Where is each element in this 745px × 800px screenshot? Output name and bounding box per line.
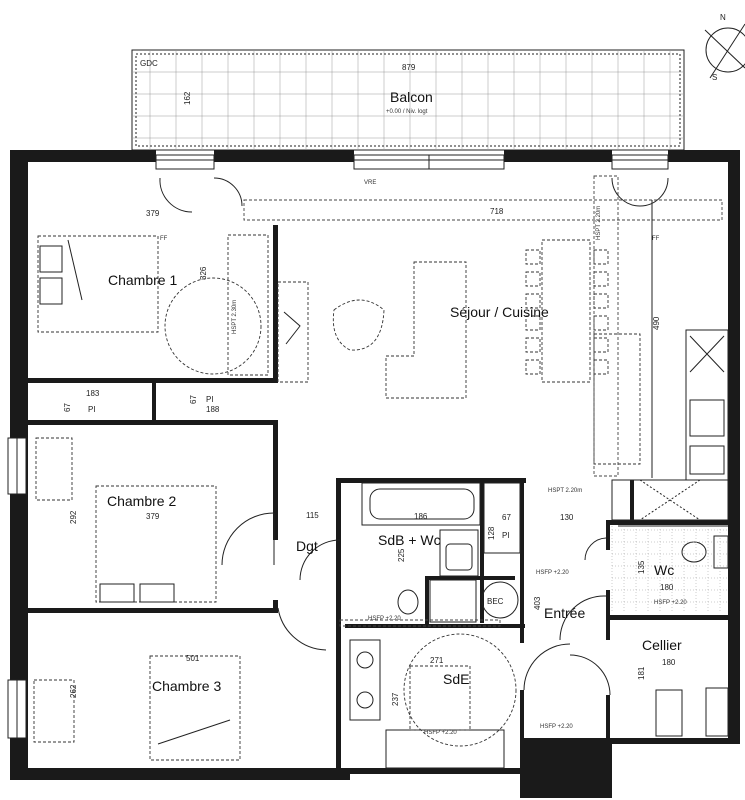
cellier-width-dim: 180 — [662, 658, 676, 667]
hspf-cellier: HSFP +2.20 — [540, 724, 573, 730]
hspf-wc: HSFP +2.20 — [654, 600, 687, 606]
chair — [593, 271, 609, 287]
chair — [525, 293, 541, 309]
window-kitchen — [611, 154, 669, 170]
chair — [593, 359, 609, 375]
chambre2-label: Chambre 2 — [107, 493, 176, 509]
ff-label-2: FF — [652, 236, 660, 242]
wc-width-dim: 180 — [660, 583, 674, 592]
doors — [159, 177, 669, 696]
hspf-sde: HSFP +2.20 — [424, 730, 457, 736]
kitchen-counter — [593, 329, 729, 481]
outer-walls — [10, 150, 740, 798]
bed-ch2 — [35, 437, 217, 603]
ch3-width-dim: 501 — [186, 654, 200, 663]
gdc-label: GDC — [140, 59, 158, 68]
chair — [593, 293, 609, 309]
ch3-height-dim: 262 — [69, 684, 78, 698]
rug-sejour — [277, 281, 309, 383]
cellier-label: Cellier — [642, 637, 682, 653]
ff-label-1: FF — [160, 236, 168, 242]
chair — [525, 359, 541, 375]
pi1-width-dim: 183 — [86, 389, 100, 398]
sdb-wc-label: SdB + Wc — [378, 532, 441, 548]
hspt-ch1: HSPT 2.30m — [232, 300, 238, 334]
vre-label: VRE — [364, 180, 376, 186]
compass-n: N — [720, 13, 726, 22]
pi3-label: PI — [502, 531, 510, 540]
chambre1-label: Chambre 1 — [108, 272, 177, 288]
window-ch2 — [7, 437, 27, 495]
ch1-height-dim: 326 — [199, 266, 208, 280]
chair — [525, 315, 541, 331]
chair — [525, 337, 541, 353]
sdb-height-dim: 225 — [397, 548, 406, 562]
cellier-fixtures — [655, 687, 729, 737]
chair — [593, 337, 609, 353]
balcon-level: +0.00 / Niv. logt — [386, 109, 428, 115]
sofa — [332, 261, 467, 399]
balcon-area — [131, 49, 685, 151]
sejour-height-dim: 490 — [652, 316, 661, 330]
chair — [593, 249, 609, 265]
wc-height-dim: 135 — [637, 560, 646, 574]
bathtub — [361, 482, 481, 526]
pi1-label: PI — [88, 405, 96, 414]
entree-width-dim: 130 — [560, 513, 574, 522]
bed-ch3 — [33, 655, 241, 761]
sde-fixtures — [349, 633, 517, 769]
bec-label: BEC — [487, 597, 504, 606]
sde-height-dim: 237 — [391, 692, 400, 706]
window-ch1 — [155, 154, 215, 170]
sejour-label: Séjour / Cuisine — [450, 304, 549, 320]
pi1-height-dim: 67 — [63, 403, 72, 412]
hspt-entree: HSPT 2.20m — [548, 488, 582, 494]
chair — [525, 271, 541, 287]
pi3-height-dim: 128 — [487, 526, 496, 540]
balcon-width-dim: 879 — [402, 63, 416, 72]
entree-label: Entrée — [544, 605, 585, 621]
wc-label: Wc — [654, 562, 674, 578]
chambre3-label: Chambre 3 — [152, 678, 221, 694]
balcon-label: Balcon — [390, 89, 433, 105]
dining-table — [525, 239, 609, 383]
dgt-label: Dgt — [296, 538, 318, 554]
pi3-width-dim: 67 — [502, 513, 511, 522]
pi2-height-dim: 67 — [189, 395, 198, 404]
window-sejour — [353, 154, 505, 170]
balcon-depth-dim: 162 — [183, 91, 192, 105]
pi2-width-dim: 188 — [206, 405, 220, 414]
window-ch3 — [7, 679, 27, 739]
chair — [593, 315, 609, 331]
hspt-kitchen: HSPT 2.20m — [596, 206, 602, 240]
pi2-label: PI — [206, 395, 214, 404]
ch2-height-dim: 292 — [69, 510, 78, 524]
sdb-width-dim: 186 — [414, 512, 428, 521]
sejour-width-dim: 718 — [490, 207, 504, 216]
compass-s: S — [712, 73, 717, 82]
bed-ch1 — [37, 234, 269, 376]
ch2-width-dim: 379 — [146, 512, 160, 521]
sdb-fixtures — [339, 482, 521, 627]
chair — [525, 249, 541, 265]
entree-height-dim: 403 — [533, 596, 542, 610]
sde-width-dim: 271 — [430, 656, 444, 665]
hspf-sdb: HSFP +2.20 — [368, 616, 401, 622]
dgt-width-dim: 115 — [306, 511, 319, 520]
sde-label: SdE — [443, 671, 469, 687]
cellier-height-dim: 181 — [637, 666, 646, 680]
ch1-width-dim: 379 — [146, 209, 160, 218]
compass-icon: S N — [704, 13, 745, 82]
hspf-entree: HSFP +2.20 — [536, 570, 569, 576]
